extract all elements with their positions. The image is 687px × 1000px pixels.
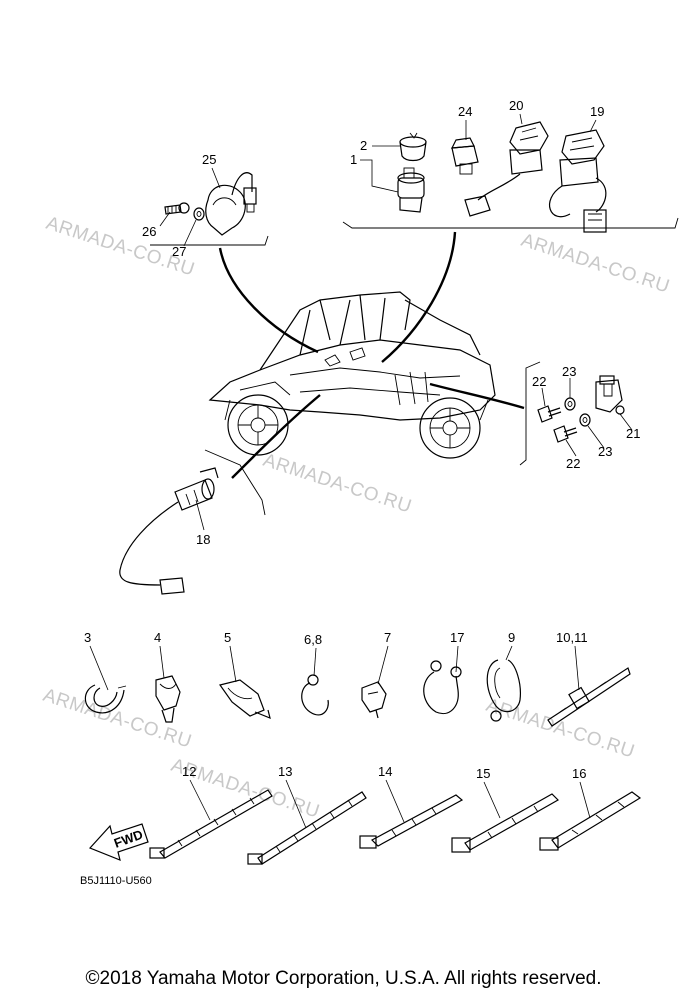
callout-12: 12 — [182, 764, 196, 779]
cap-part-2 — [399, 132, 427, 162]
callout-15: 15 — [476, 766, 490, 781]
callout-4: 4 — [154, 630, 161, 645]
callout-18: 18 — [196, 532, 210, 547]
group-bracket-switches — [342, 217, 679, 229]
cable-tie-part-12 — [149, 789, 273, 859]
callout-10-11: 10,11 — [556, 630, 588, 645]
callout-7: 7 — [384, 630, 391, 645]
callout-19: 19 — [590, 104, 604, 119]
watermark: ARMADA-CO.RU — [483, 695, 637, 763]
diagram-code: B5J1110-U560 — [80, 875, 152, 887]
cable-tie-part-15 — [451, 793, 559, 853]
bolt-part-26 — [164, 202, 190, 215]
horn-part-25 — [205, 172, 257, 236]
switch-part-24 — [450, 137, 479, 175]
tie-part-10-11 — [547, 667, 631, 727]
callout-2: 2 — [360, 138, 367, 153]
cable-tie-part-14 — [359, 794, 464, 849]
clip-part-3 — [84, 684, 127, 714]
watermark: ARMADA-CO.RU — [40, 685, 194, 753]
sensor-part-21 — [595, 375, 625, 415]
cable-tie-part-13 — [247, 791, 367, 865]
clamp-part-6-8 — [301, 674, 329, 716]
callout-23-upper: 23 — [562, 364, 576, 379]
callout-25: 25 — [202, 152, 216, 167]
leader-switches — [381, 231, 457, 363]
callout-9: 9 — [508, 630, 515, 645]
vehicle-illustration — [208, 291, 496, 459]
callout-6-8: 6,8 — [304, 632, 322, 647]
callout-22-lower: 22 — [566, 456, 580, 471]
callout-3: 3 — [84, 630, 91, 645]
washer-part-23-upper — [564, 397, 576, 411]
leader-horn — [218, 247, 319, 354]
callout-24: 24 — [458, 104, 472, 119]
washer-part-23-lower — [579, 413, 591, 427]
callout-13: 13 — [278, 764, 292, 779]
callout-17: 17 — [450, 630, 464, 645]
callout-1: 1 — [350, 152, 357, 167]
fwd-arrow: FWD — [88, 823, 149, 861]
holder-part-4 — [155, 675, 181, 723]
washer-part-27 — [193, 207, 205, 221]
watermark: ARMADA-CO.RU — [260, 450, 414, 518]
leader-sensor — [429, 382, 525, 410]
group-bracket-sensor — [519, 361, 541, 466]
clip-part-7 — [361, 681, 387, 719]
band-part-17 — [423, 660, 462, 715]
group-bracket-horn — [150, 235, 269, 246]
callout-23-lower: 23 — [598, 444, 612, 459]
copyright-notice: ©2018 Yamaha Motor Corporation, U.S.A. A… — [85, 968, 602, 989]
callout-leaders — [89, 113, 633, 829]
switch-part-20 — [464, 121, 549, 217]
bolt-part-22-upper — [537, 405, 562, 423]
fwd-label: FWD — [112, 827, 145, 851]
callout-20: 20 — [509, 98, 523, 113]
socket-part-18 — [119, 467, 219, 595]
callout-26: 26 — [142, 224, 156, 239]
switch-part-19 — [549, 129, 607, 233]
group-bracket-socket — [204, 449, 266, 516]
watermark: ARMADA-CO.RU — [518, 230, 672, 298]
main-switch-part-1 — [397, 167, 425, 213]
holder-part-5 — [219, 679, 271, 719]
callout-14: 14 — [378, 764, 392, 779]
band-part-9 — [486, 659, 521, 722]
callout-22-upper: 22 — [532, 374, 546, 389]
cable-tie-part-16 — [539, 791, 642, 851]
callout-27: 27 — [172, 244, 186, 259]
callout-21: 21 — [626, 426, 640, 441]
callout-5: 5 — [224, 630, 231, 645]
bolt-part-22-lower — [553, 425, 578, 443]
callout-16: 16 — [572, 766, 586, 781]
